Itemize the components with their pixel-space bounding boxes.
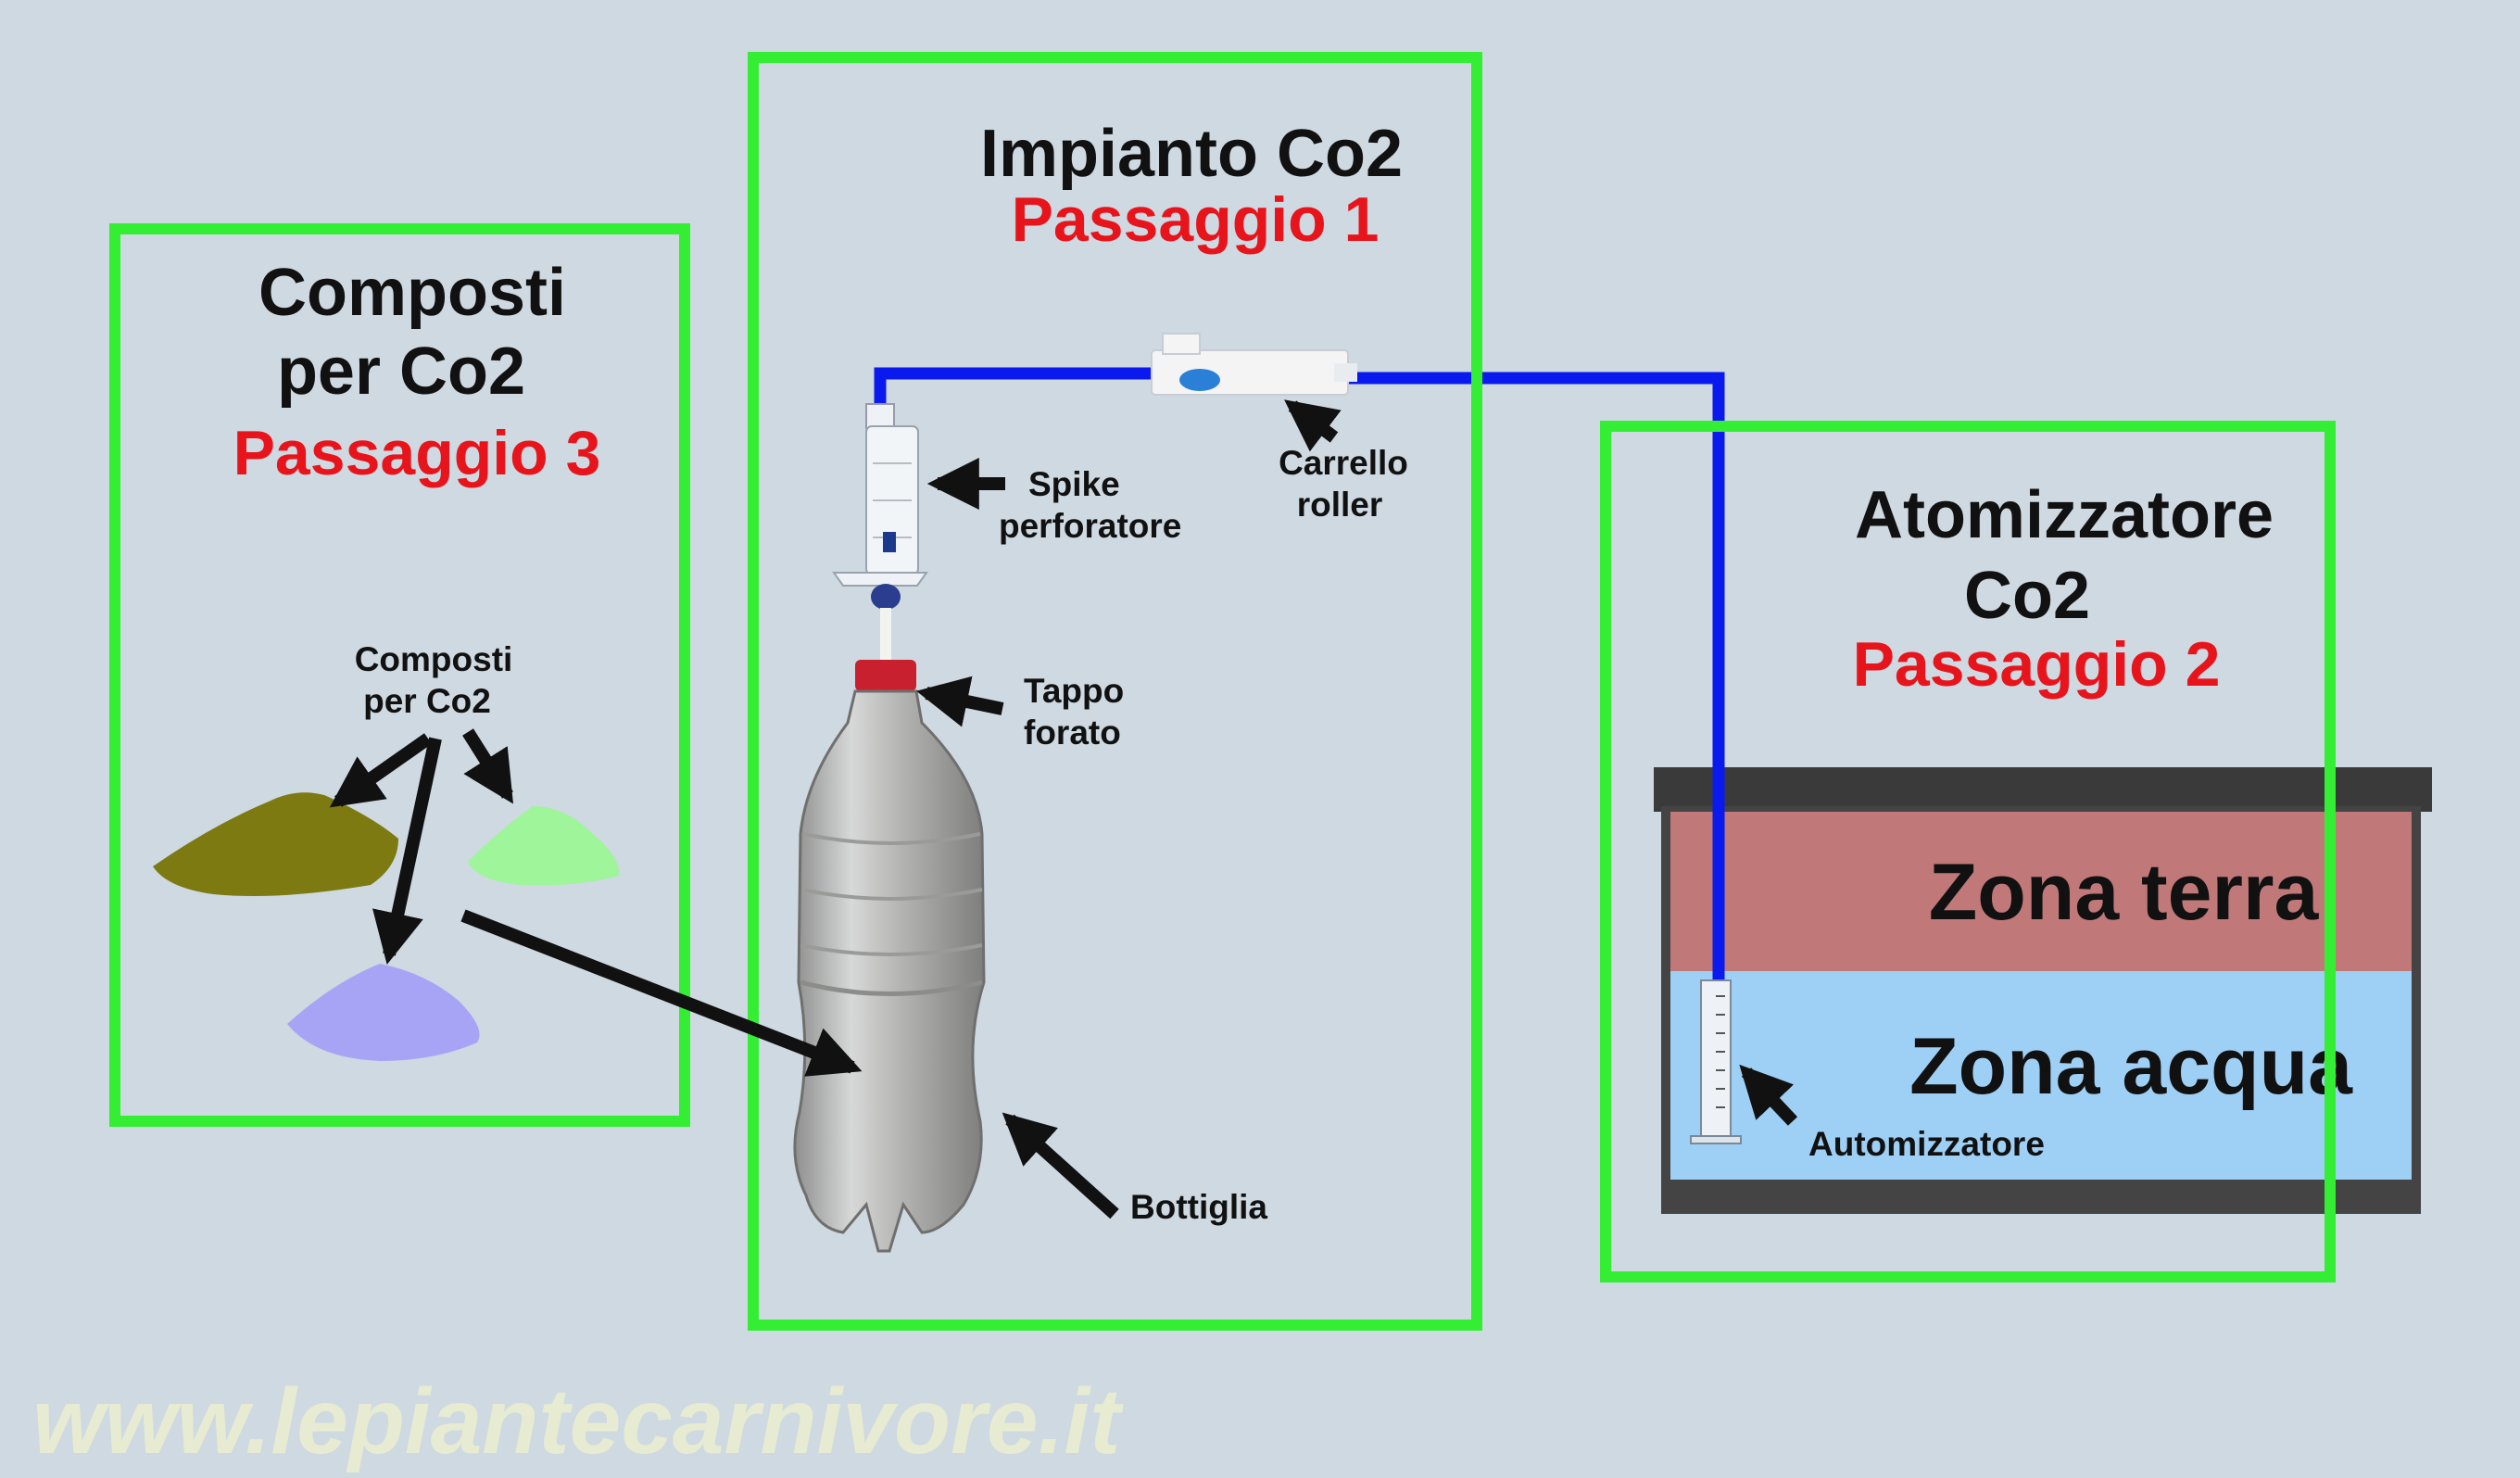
- arrow-to-olive: [329, 733, 433, 808]
- roller-clamp: [1151, 333, 1357, 396]
- automizzatore-label: Automizzatore: [1808, 1125, 2045, 1163]
- atomizzatore-title-line2: Co2: [1964, 559, 2090, 633]
- composti-label-line1: Composti: [355, 640, 513, 678]
- tappo-label-line2: forato: [1024, 714, 1121, 752]
- carrello-label-line2: roller: [1297, 486, 1383, 524]
- arrow-tappo: [916, 676, 1004, 727]
- spike-perforatore: [832, 403, 928, 663]
- powder-olive: [153, 792, 398, 897]
- plastic-bottle: [793, 660, 986, 1253]
- powder-green: [468, 806, 620, 886]
- composti-label-line2: per Co2: [363, 682, 491, 720]
- atomizzatore-title-line1: Atomizzatore: [1855, 478, 2274, 552]
- frame-composti: [109, 223, 690, 1127]
- zona-acqua-label: Zona acqua: [1909, 1022, 2353, 1111]
- watermark: www.lepiantecarnivore.it: [32, 1370, 1124, 1473]
- atomizzatore-step: Passaggio 2: [1853, 629, 2221, 700]
- pointer-arrows: [329, 399, 1798, 1219]
- atomizer-syringe: [1690, 979, 1742, 1144]
- powder-violet: [287, 964, 480, 1061]
- arrow-automizzatore: [1739, 1064, 1798, 1126]
- zona-acqua-area: [1670, 971, 2412, 1180]
- impianto-step: Passaggio 1: [1012, 184, 1380, 255]
- carrello-label-line1: Carrello: [1279, 444, 1408, 482]
- zona-terra-label: Zona terra: [1929, 848, 2320, 937]
- spike-label-line1: Spike: [1028, 465, 1120, 503]
- composti-step: Passaggio 3: [233, 418, 601, 488]
- frame-impianto: [748, 52, 1482, 1331]
- composti-title-line2: per Co2: [277, 335, 525, 409]
- zona-terra-area: [1670, 812, 2412, 971]
- arrow-bottiglia: [1002, 1112, 1119, 1219]
- impianto-title: Impianto Co2: [980, 117, 1403, 191]
- arrow-to-bottle: [460, 909, 863, 1077]
- spike-label-line2: perforatore: [999, 507, 1181, 545]
- terrarium-tank: Zona terra Zona acqua: [1654, 767, 2432, 1214]
- composti-title-line1: Composti: [258, 256, 566, 330]
- bottiglia-label: Bottiglia: [1130, 1188, 1267, 1226]
- arrow-to-green: [462, 728, 513, 804]
- arrow-carrello: [1284, 399, 1342, 452]
- arrow-to-violet: [372, 737, 442, 965]
- frame-atomizzatore: [1600, 421, 2336, 1282]
- tappo-label-line1: Tappo: [1024, 672, 1124, 710]
- powder-piles: [153, 792, 620, 1061]
